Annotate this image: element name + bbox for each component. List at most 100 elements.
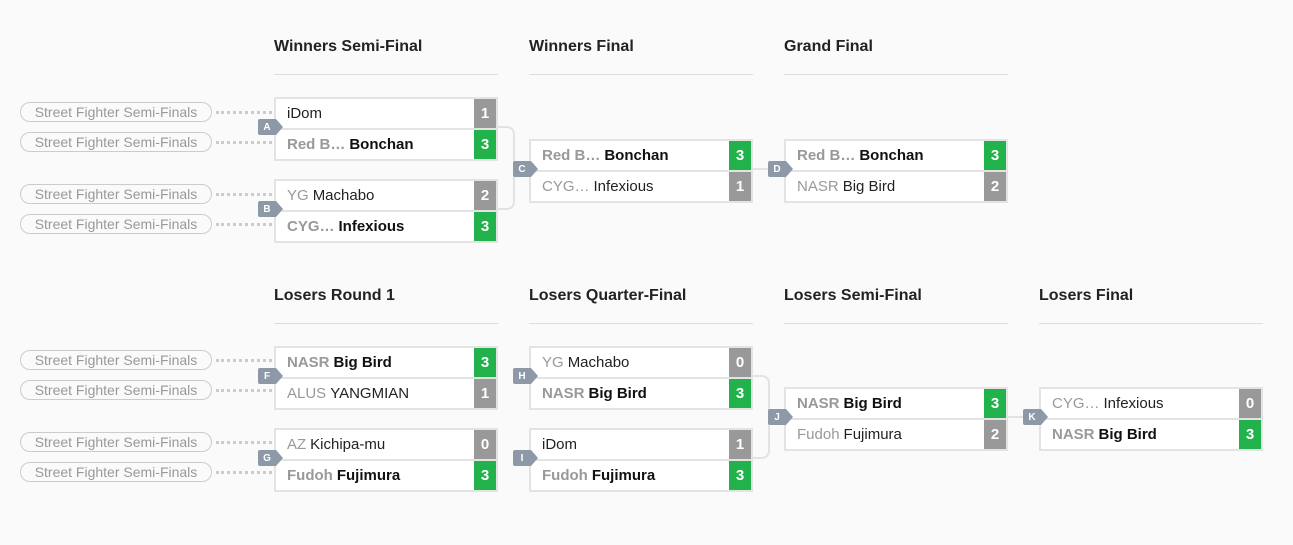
- player-name: Machabo: [567, 354, 630, 371]
- score: 3: [474, 212, 496, 241]
- team-prefix: NASR: [287, 354, 330, 371]
- source-bracket-link[interactable]: Street Fighter Semi-Finals: [20, 462, 212, 482]
- round-header: Losers Round 1: [274, 287, 498, 324]
- score: 2: [984, 172, 1006, 201]
- player-name: Bonchan: [604, 147, 669, 164]
- player-name: Infexious: [1103, 395, 1164, 412]
- team-prefix: Red B…: [287, 136, 346, 153]
- player-name: iDom: [287, 105, 323, 122]
- score: 3: [729, 461, 751, 490]
- team-prefix: Fudoh: [797, 426, 840, 443]
- player-name: Fujimura: [336, 467, 401, 484]
- score: 3: [474, 348, 496, 377]
- match-id-badge: I: [513, 450, 538, 466]
- match-id-badge: A: [258, 119, 283, 135]
- team-prefix: NASR: [542, 385, 585, 402]
- team-prefix: Fudoh: [287, 467, 333, 484]
- player-name: Infexious: [338, 218, 405, 235]
- score: 0: [729, 348, 751, 377]
- score: 3: [729, 379, 751, 408]
- team-prefix: YG: [287, 187, 309, 204]
- team-prefix: Red B…: [542, 147, 601, 164]
- dotted-connector: [216, 359, 272, 362]
- score: 3: [474, 130, 496, 159]
- dotted-connector: [216, 111, 272, 114]
- player-name: Big Bird: [588, 385, 647, 402]
- dotted-connector: [216, 141, 272, 144]
- participant-name: CYG…Infexious: [276, 218, 474, 235]
- player-name: Fujimura: [843, 426, 902, 443]
- player-name: Bonchan: [349, 136, 414, 153]
- dotted-connector: [216, 441, 272, 444]
- team-prefix: NASR: [797, 178, 839, 195]
- participant-name: Red B…Bonchan: [786, 147, 984, 164]
- player-name: Big Bird: [842, 178, 896, 195]
- match-id-badge: G: [258, 450, 283, 466]
- team-prefix: AZ: [287, 436, 307, 453]
- team-prefix: Fudoh: [542, 467, 588, 484]
- match-id-badge: K: [1023, 409, 1048, 425]
- score: 1: [474, 379, 496, 408]
- dotted-connector: [216, 389, 272, 392]
- player-name: Machabo: [312, 187, 375, 204]
- match-id-badge: J: [768, 409, 793, 425]
- source-bracket-link[interactable]: Street Fighter Semi-Finals: [20, 132, 212, 152]
- source-bracket-link[interactable]: Street Fighter Semi-Finals: [20, 102, 212, 122]
- round-header: Winners Final: [529, 38, 753, 75]
- source-bracket-link[interactable]: Street Fighter Semi-Finals: [20, 184, 212, 204]
- player-name: Big Bird: [1098, 426, 1157, 443]
- team-prefix: ALUS: [287, 385, 327, 402]
- player-name: Kichipa-mu: [310, 436, 386, 453]
- round-header: Winners Semi-Final: [274, 38, 498, 75]
- dotted-connector: [216, 193, 272, 196]
- source-bracket-link[interactable]: Street Fighter Semi-Finals: [20, 214, 212, 234]
- participant-name: Red B…Bonchan: [276, 136, 474, 153]
- participant-name: CYG…Infexious: [531, 178, 729, 195]
- source-bracket-link[interactable]: Street Fighter Semi-Finals: [20, 380, 212, 400]
- source-bracket-link[interactable]: Street Fighter Semi-Finals: [20, 350, 212, 370]
- source-bracket-link[interactable]: Street Fighter Semi-Finals: [20, 432, 212, 452]
- match-id-badge: C: [513, 161, 538, 177]
- dotted-connector: [216, 223, 272, 226]
- match-id-badge: F: [258, 368, 283, 384]
